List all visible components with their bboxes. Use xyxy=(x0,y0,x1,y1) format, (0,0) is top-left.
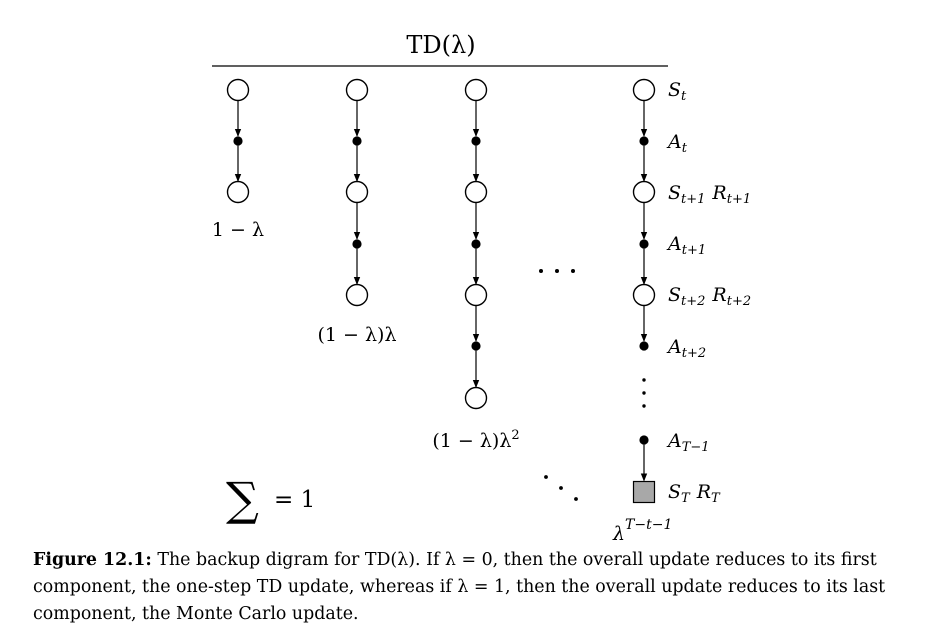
weight-two-step: (1 − λ)λ xyxy=(318,324,397,346)
action-node xyxy=(639,239,649,249)
nodes xyxy=(226,78,656,504)
state-node xyxy=(464,78,488,102)
label-a-T1: AT−1 xyxy=(666,430,710,455)
action-node xyxy=(471,341,481,351)
sum-symbol: ∑ xyxy=(226,472,259,526)
weight-one-step: 1 − λ xyxy=(212,219,264,241)
action-node xyxy=(639,136,649,146)
diagonal-ellipsis-dot xyxy=(574,497,578,501)
diagonal-ellipsis-dot xyxy=(544,475,548,479)
state-node xyxy=(632,283,656,307)
figure-caption: Figure 12.1: The backup digram for TD(λ)… xyxy=(33,547,945,628)
state-node xyxy=(464,283,488,307)
edges xyxy=(234,100,648,482)
diagram-title: TD(λ) xyxy=(406,31,475,59)
sum-rhs: = 1 xyxy=(274,487,315,513)
terminal-state-node xyxy=(632,480,656,504)
action-node xyxy=(471,239,481,249)
label-a-t1: At+1 xyxy=(666,233,706,258)
state-node xyxy=(464,386,488,410)
action-node xyxy=(639,435,649,445)
state-node xyxy=(226,78,250,102)
horizontal-ellipsis-dot xyxy=(555,269,559,273)
state-node xyxy=(226,180,250,204)
vertical-ellipsis-dot xyxy=(642,391,646,395)
action-node xyxy=(639,341,649,351)
state-node xyxy=(632,180,656,204)
action-node xyxy=(471,136,481,146)
vertical-ellipsis-dot xyxy=(642,378,646,382)
state-node xyxy=(345,283,369,307)
horizontal-ellipsis-dot xyxy=(539,269,543,273)
action-node xyxy=(233,136,243,146)
action-node xyxy=(352,136,362,146)
caption-text: The backup digram for TD(λ). If λ = 0, t… xyxy=(33,550,886,624)
label-a-t: At xyxy=(666,131,688,156)
weight-three-exp: 2 xyxy=(511,428,519,443)
weight-mc-base: λ xyxy=(612,523,625,545)
caption-label: Figure 12.1: xyxy=(33,550,152,570)
horizontal-ellipsis-dot xyxy=(571,269,575,273)
weight-three-base: (1 − λ)λ xyxy=(432,430,511,452)
action-node xyxy=(352,239,362,249)
weight-monte-carlo: λT−t−1 xyxy=(612,517,672,545)
state-node xyxy=(345,78,369,102)
state-node xyxy=(464,180,488,204)
weight-mc-exp: T−t−1 xyxy=(625,517,672,533)
label-s-t: St xyxy=(668,79,687,104)
label-a-t2: At+2 xyxy=(666,336,706,361)
state-node xyxy=(632,78,656,102)
weight-three-step: (1 − λ)λ2 xyxy=(432,428,519,452)
state-node xyxy=(345,180,369,204)
vertical-ellipsis-dot xyxy=(642,404,646,408)
diagonal-ellipsis-dot xyxy=(559,486,563,490)
